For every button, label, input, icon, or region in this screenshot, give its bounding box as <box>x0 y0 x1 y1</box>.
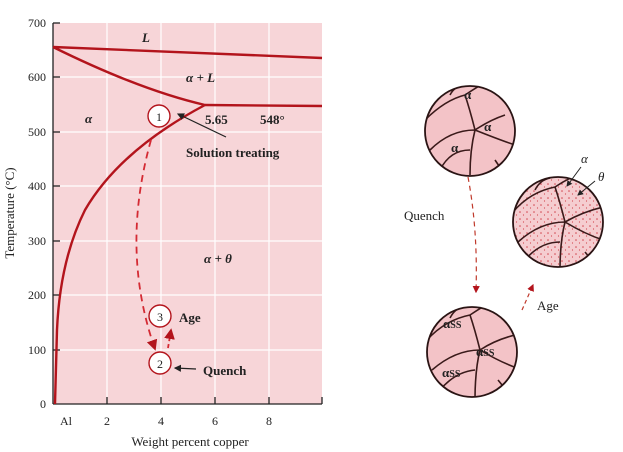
theta-pointer <box>577 180 596 196</box>
y-tick: 100 <box>28 343 46 357</box>
microstructure-solution-treated: α α α <box>424 85 516 177</box>
quenched-grain-labels: αSS αSS αSS <box>442 316 495 380</box>
axes <box>52 22 323 405</box>
step-number: 1 <box>156 110 162 124</box>
eutectic-line <box>204 103 323 108</box>
liquidus <box>52 45 206 107</box>
svg-text:αSS: αSS <box>443 316 462 331</box>
age-path <box>164 328 175 349</box>
y-tick: 0 <box>40 397 46 411</box>
eutectic-composition: 5.65 <box>205 112 228 127</box>
grain-label: α <box>442 365 450 380</box>
grain-label: α <box>464 87 472 102</box>
solution-pointer <box>176 113 227 138</box>
subscript: SS <box>449 369 461 380</box>
quench-text: Quench <box>404 208 445 223</box>
step-3-marker: 3 <box>148 304 172 328</box>
x-tick: 6 <box>212 414 218 428</box>
liquidus-top <box>52 45 323 60</box>
step-2-marker: 2 <box>148 351 172 375</box>
grain-label: α <box>451 140 459 155</box>
grid <box>53 23 322 404</box>
subscript: SS <box>483 348 495 359</box>
region-alpha-liquid: α + L <box>186 70 215 85</box>
x-axis-label: Weight percent copper <box>131 434 249 449</box>
region-alpha: α <box>85 111 93 126</box>
step-number: 3 <box>157 310 163 324</box>
quench-path <box>135 139 158 351</box>
x-tick: 8 <box>266 414 272 428</box>
y-tick-labels: 0 100 200 300 400 500 600 700 <box>28 16 46 411</box>
y-tick: 400 <box>28 179 46 193</box>
svg-text:αSS: αSS <box>476 344 495 359</box>
y-tick: 300 <box>28 234 46 248</box>
region-liquid: L <box>141 30 150 45</box>
quench-label: Quench <box>203 363 247 378</box>
plot-background <box>53 23 322 404</box>
x-tick-labels: Al 2 4 6 8 <box>60 414 272 428</box>
quench-arrow <box>467 176 480 294</box>
phase-diagram: 0 100 200 300 400 500 600 700 Al 2 4 6 8… <box>2 16 323 449</box>
phase-boundaries <box>52 45 323 405</box>
svg-text:αSS: αSS <box>442 365 461 380</box>
subscript: SS <box>450 320 462 331</box>
x-tick: 2 <box>104 414 110 428</box>
grain-label: α <box>484 119 492 134</box>
y-tick: 200 <box>28 288 46 302</box>
age-label: Age <box>179 310 201 325</box>
y-axis-label: Temperature (°C) <box>2 167 17 258</box>
y-tick: 700 <box>28 16 46 30</box>
step-number: 2 <box>157 357 163 371</box>
solvus <box>53 103 206 405</box>
step-1-marker: 1 <box>147 104 171 128</box>
age-text: Age <box>537 298 559 313</box>
grain-label: α <box>443 316 451 331</box>
microstructure-aged: α θ <box>512 151 605 268</box>
x-tick: Al <box>60 414 73 428</box>
eutectic-temperature: 548° <box>260 112 285 127</box>
grain-label: α <box>476 344 484 359</box>
x-tick: 4 <box>158 414 164 428</box>
microstructure-quenched: αSS αSS αSS <box>426 306 518 398</box>
alpha-pointer <box>566 166 582 187</box>
quench-pointer <box>173 364 197 372</box>
region-alpha-theta: α + θ <box>204 251 232 266</box>
y-tick: 600 <box>28 70 46 84</box>
alpha-label: α <box>581 151 589 166</box>
y-tick: 500 <box>28 125 46 139</box>
solution-treating-label: Solution treating <box>186 145 280 160</box>
age-arrow <box>521 283 534 311</box>
theta-label: θ <box>598 169 605 184</box>
